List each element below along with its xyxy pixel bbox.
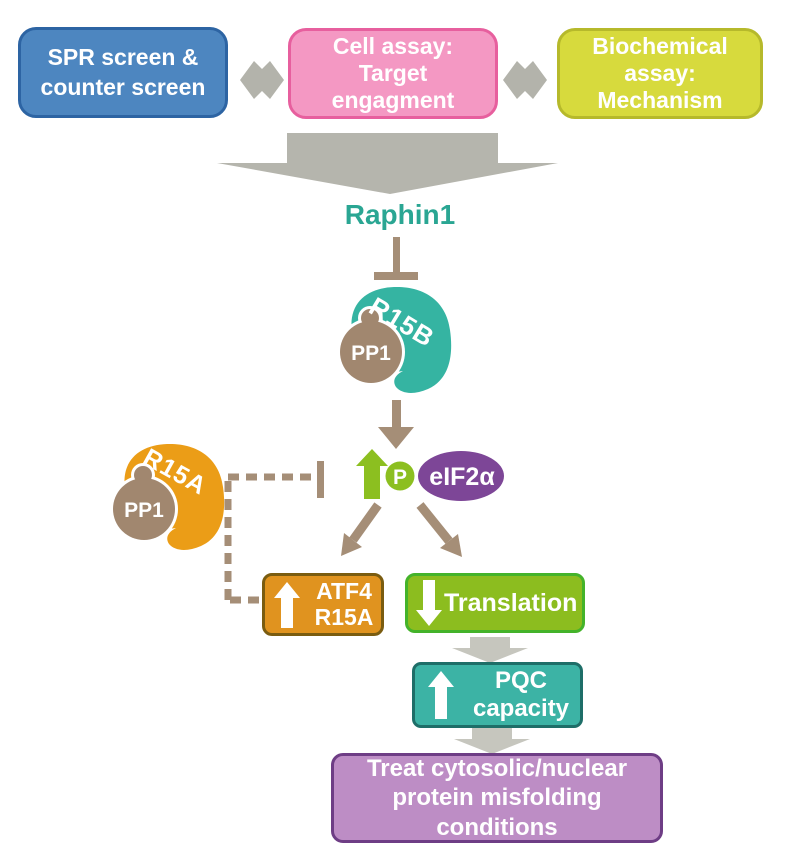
spr-screen-box: SPR screen & counter screen — [18, 27, 228, 118]
pp1-label: PP1 — [124, 499, 164, 522]
connector-translation-pqc — [452, 637, 528, 663]
eif2a-ellipse — [418, 451, 504, 501]
phosphate-label: P — [393, 466, 407, 489]
r15b-blob — [351, 286, 452, 393]
increase-arrow-icon — [356, 449, 388, 499]
r15a-pp1-complex: R15A PP1 — [110, 443, 225, 550]
connector-pqc-treatment — [454, 728, 530, 754]
arrow-r15b-to-eif2a — [378, 400, 414, 449]
big-down-arrow — [217, 133, 558, 194]
r15b-pp1-complex: R15B PP1 — [337, 286, 452, 393]
phosphate-circle — [385, 461, 415, 491]
biochemical-assay-box: Biochemical assay: Mechanism — [557, 28, 763, 119]
arrow-to-atf4 — [341, 502, 382, 556]
down-arrow-icon — [416, 580, 442, 626]
r15b-label: R15B — [364, 291, 440, 353]
pp1-subunit — [337, 306, 405, 386]
inhibition-tbar-raphin1 — [374, 237, 418, 280]
eif2a-label: eIF2α — [429, 463, 495, 491]
double-arrow-icon — [503, 61, 547, 99]
inhibition-tbar-r15a — [317, 461, 324, 498]
r15a-label: R15A — [139, 443, 212, 500]
phospho-eif2a: P eIF2α — [385, 451, 504, 501]
translation-label: Translation — [444, 588, 578, 617]
compound-name: Raphin1 — [344, 199, 456, 230]
up-arrow-icon — [428, 671, 454, 719]
treatment-box: Treat cytosolic/nuclear protein misfoldi… — [331, 753, 663, 843]
pqc-capacity-box: PQC capacity — [412, 662, 583, 728]
atf4-r15a-label: ATF4 R15A — [314, 577, 374, 630]
pqc-capacity-label: PQC capacity — [472, 667, 570, 722]
arrow-to-translation — [416, 502, 462, 557]
cell-assay-box: Cell assay: Target engagment — [288, 28, 498, 119]
atf4-r15a-box: ATF4 R15A — [262, 573, 384, 636]
double-arrow-icon — [240, 61, 284, 99]
pp1-label: PP1 — [351, 342, 391, 365]
r15a-blob — [124, 443, 225, 550]
pp1-subunit — [110, 463, 178, 543]
translation-box: Translation — [405, 573, 585, 633]
up-arrow-icon — [274, 581, 300, 628]
